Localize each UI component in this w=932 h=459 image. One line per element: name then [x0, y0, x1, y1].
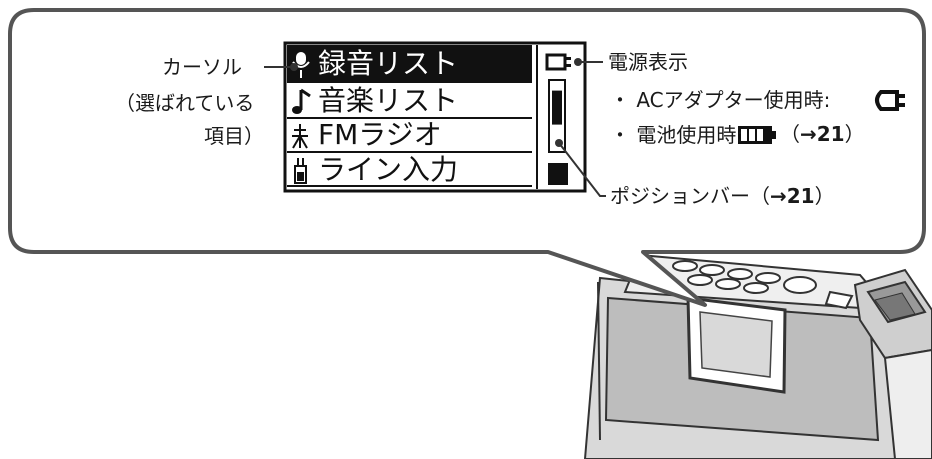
battery-ref-arrow: → [800, 122, 817, 146]
cursor-label-sub1: （選ばれている [115, 91, 255, 115]
menu-item-recording-list[interactable]: 録音リスト [318, 47, 459, 80]
battery-icon [738, 126, 776, 144]
battery-ref: （→21） [780, 124, 865, 144]
position-bar-ref-arrow: → [770, 184, 787, 208]
antenna-icon [292, 124, 308, 149]
cursor-label-sub2: 項目） [204, 124, 264, 148]
cursor-label: カーソル [162, 55, 242, 79]
menu-item-music-list[interactable]: 音楽リスト [318, 84, 459, 117]
device-buttons [672, 260, 854, 310]
selected-row-highlight [287, 45, 532, 83]
battery-ref-close: ） [844, 122, 865, 146]
scroll-end-block [548, 163, 568, 185]
plug-icon [294, 158, 307, 184]
position-bar-ref-open: （ [750, 184, 770, 208]
position-bar-text: ポジションバー [610, 184, 750, 208]
scrollbar-thumb [552, 90, 562, 125]
ac-plug-legend-icon [875, 90, 905, 111]
menu-item-fm-radio[interactable]: FMラジオ [318, 118, 442, 151]
position-bar-ref-page: 21 [786, 184, 815, 208]
menu-item-line-input[interactable]: ライン入力 [318, 153, 459, 186]
battery-ref-open: （ [780, 122, 800, 146]
position-bar-label: ポジションバー（→21） [610, 186, 835, 206]
ac-adapter-label: ・ ACアダプター使用時: [610, 88, 831, 112]
battery-label: ・ 電池使用時: [610, 123, 744, 147]
ac-plug-icon [545, 53, 571, 71]
power-display-title: 電源表示 [608, 50, 688, 74]
music-note-icon [292, 88, 311, 114]
position-bar-ref-close: ） [814, 184, 835, 208]
battery-ref-page: 21 [816, 122, 845, 146]
